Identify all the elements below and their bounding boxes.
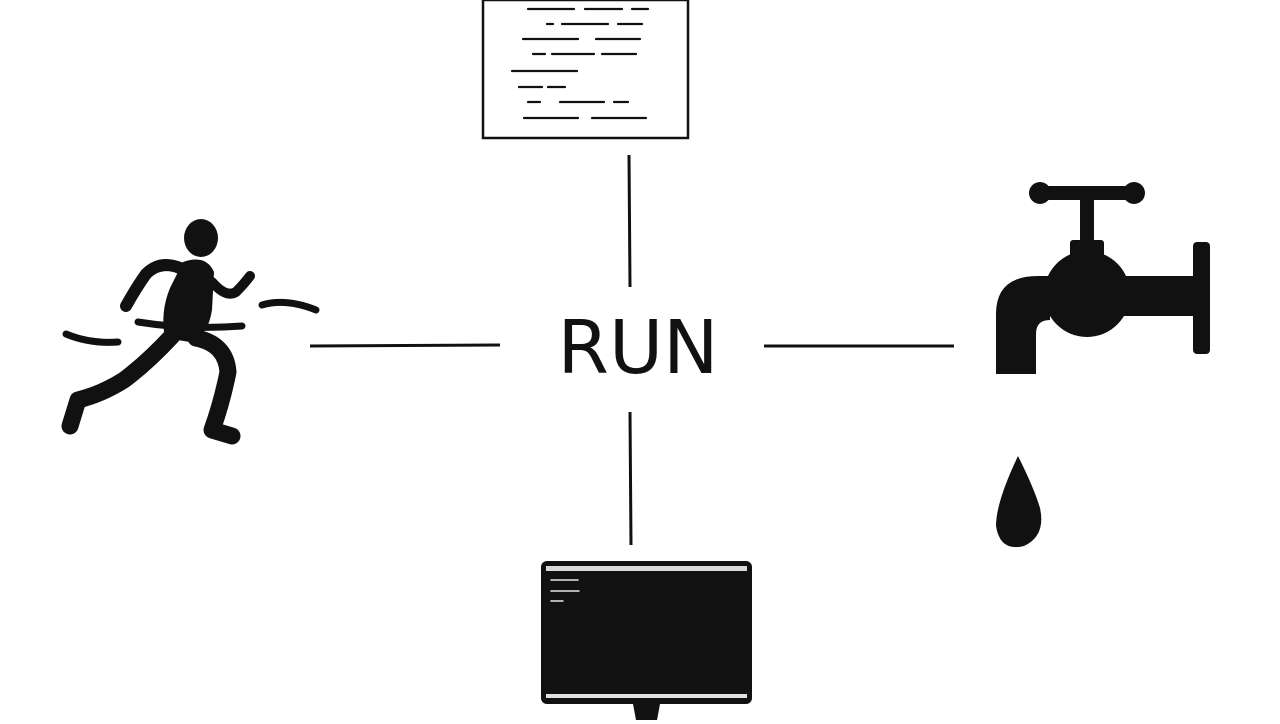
connector-bottom — [628, 411, 633, 546]
runner-icon — [61, 219, 320, 445]
center-label: RUN — [558, 305, 719, 391]
faucet-icon — [996, 182, 1210, 374]
computer-monitor-icon — [541, 561, 752, 720]
document-icon — [481, 0, 690, 140]
connector-left — [309, 343, 501, 348]
connector-top — [627, 154, 632, 288]
water-drop-icon — [996, 456, 1042, 548]
